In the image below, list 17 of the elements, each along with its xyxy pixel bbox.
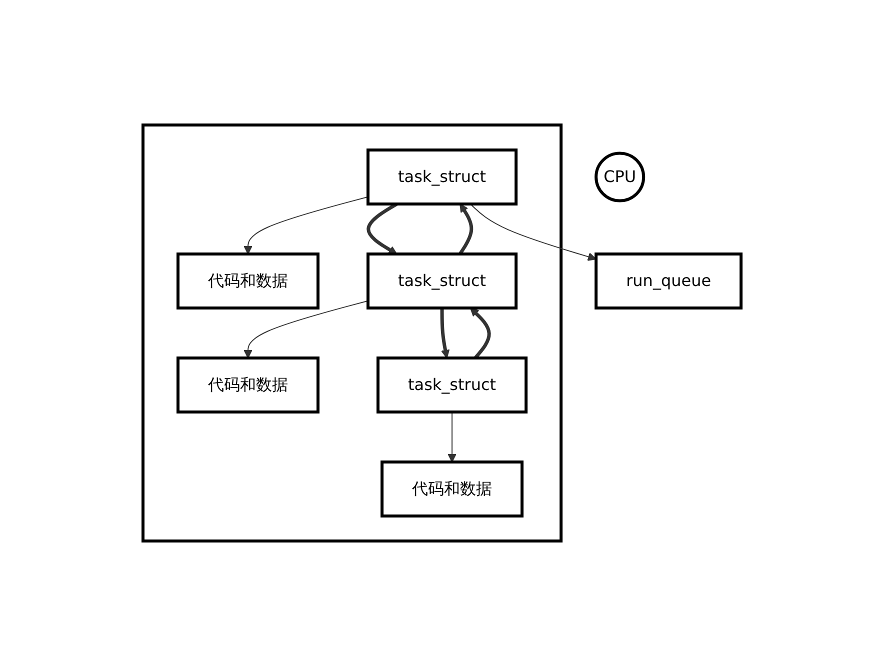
cluster	[141, 124, 563, 542]
node-box: 代码和数据	[176, 252, 320, 310]
node-box: task_struct	[376, 356, 528, 414]
node-circle: CPU	[594, 152, 646, 202]
arrow	[244, 196, 368, 254]
node-box: 代码和数据	[176, 356, 320, 414]
node-box: task_struct	[366, 148, 518, 206]
arrow	[440, 308, 450, 358]
arrow	[244, 300, 368, 358]
arrow	[470, 204, 596, 261]
node-box: task_struct	[366, 252, 518, 310]
arrow	[470, 308, 491, 360]
arrow	[366, 202, 398, 254]
arrow	[458, 204, 474, 255]
node-box: 代码和数据	[380, 460, 524, 518]
node-box: run_queue	[594, 252, 743, 310]
arrow	[448, 412, 456, 462]
